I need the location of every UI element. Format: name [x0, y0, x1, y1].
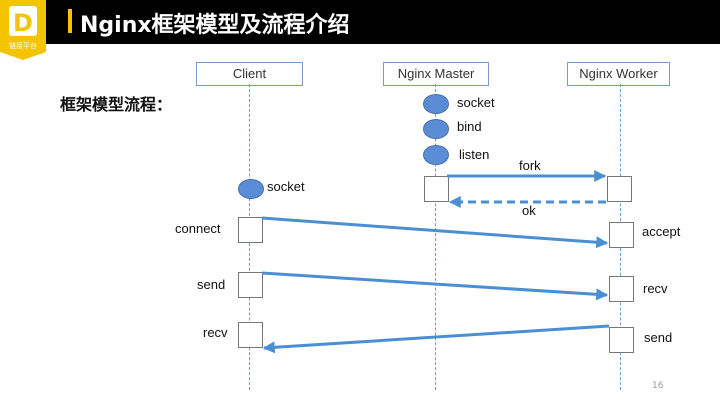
client-activation-connect [238, 217, 263, 243]
worker-activation-accept [609, 222, 634, 248]
client-activation-recv [238, 322, 263, 348]
section-label: 框架模型流程： [60, 95, 173, 114]
client-activation-send [238, 272, 263, 298]
lifeline-header-client: Client [196, 62, 303, 86]
fork-message-label: fork [519, 158, 541, 173]
ok-message-label: ok [522, 203, 536, 218]
master-activation [424, 176, 449, 202]
client-socket-node [238, 179, 264, 199]
logo-text: 链接平台 [9, 41, 37, 50]
client-recv-label: recv [203, 325, 228, 340]
logo: D 链接平台 [0, 0, 46, 60]
master-listen-node [423, 145, 449, 165]
lifeline-master [435, 84, 436, 390]
worker-activation-fork [607, 176, 632, 202]
page-title: Nginx框架模型及流程介绍 [80, 13, 350, 38]
page-number: 16 [652, 381, 664, 391]
client-send-label: send [197, 277, 226, 292]
connect-arrow [261, 216, 609, 249]
client-socket-label: socket [267, 179, 305, 194]
master-listen-label: listen [459, 147, 490, 162]
recv-arrow [262, 324, 610, 354]
send-arrow [261, 271, 609, 301]
client-connect-label: connect [175, 221, 221, 236]
master-bind-label: bind [457, 119, 482, 134]
lifeline-header-worker: Nginx Worker [567, 62, 670, 86]
master-socket-label: socket [457, 95, 495, 110]
worker-recv-label: recv [643, 281, 668, 296]
worker-send-label: send [644, 330, 673, 345]
lifeline-header-master: Nginx Master [383, 62, 489, 86]
title-accent-bar [68, 9, 72, 33]
master-socket-node [423, 94, 449, 114]
worker-activation-recv [609, 276, 634, 302]
svg-text:D: D [13, 9, 33, 37]
header-bar [0, 0, 720, 44]
worker-accept-label: accept [642, 224, 681, 239]
worker-activation-send [609, 327, 634, 353]
master-bind-node [423, 119, 449, 139]
